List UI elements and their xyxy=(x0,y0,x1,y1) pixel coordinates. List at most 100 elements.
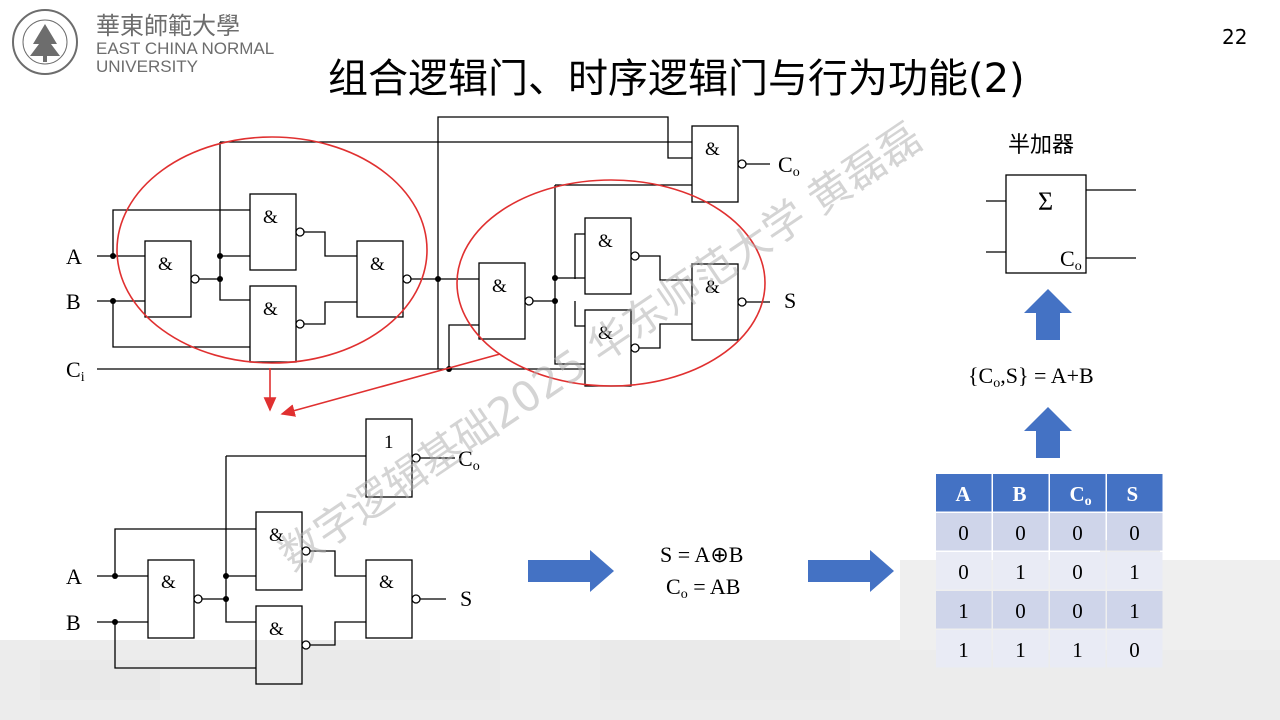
table-header-text: Co xyxy=(1070,482,1092,509)
top-full-adder-circuit xyxy=(97,116,770,387)
svg-text:&: & xyxy=(598,323,613,344)
bottom-output-s-label: S xyxy=(460,586,472,611)
input-ci-label: Ci xyxy=(66,357,85,385)
adder-equation: {Co,S} = A+B xyxy=(968,363,1094,391)
nand-gate-2 xyxy=(249,193,297,271)
input-a-label: A xyxy=(66,244,82,269)
svg-text:&: & xyxy=(158,254,173,275)
university-logo: 華東師範大學 EAST CHINA NORMAL UNIVERSITY xyxy=(12,9,274,76)
nand-gate-5 xyxy=(478,262,526,340)
logo-chinese-name: 華東師範大學 xyxy=(96,12,240,40)
table-header-cell xyxy=(993,474,1049,512)
nand-gate-6 xyxy=(584,217,632,295)
table-cell xyxy=(1050,552,1106,590)
right-arrow-1 xyxy=(528,550,614,592)
svg-text:&: & xyxy=(379,572,394,593)
table-cell-value: 1 xyxy=(958,599,969,623)
table-header-cell xyxy=(1050,474,1106,512)
carry-equation: Co = AB xyxy=(666,574,740,602)
svg-text:1: 1 xyxy=(384,432,394,453)
table-cell-value: 0 xyxy=(1072,599,1083,623)
bottom-half-adder-circuit xyxy=(97,418,455,685)
page-number: 22 xyxy=(1222,25,1247,49)
svg-text:&: & xyxy=(705,277,720,298)
nand-gate-9 xyxy=(691,125,739,203)
bottom-input-a-label: A xyxy=(66,564,82,589)
up-arrow-1 xyxy=(1024,289,1072,340)
table-header-text: A xyxy=(956,482,972,506)
table-cell xyxy=(993,591,1049,629)
svg-text:&: & xyxy=(263,299,278,320)
table-cell-value: 0 xyxy=(1015,521,1026,545)
table-header-cell xyxy=(936,474,992,512)
table-cell xyxy=(936,513,992,551)
logo-english-line1: EAST CHINA NORMAL xyxy=(96,39,274,58)
svg-text:&: & xyxy=(370,254,385,275)
sum-equation: S = A⊕B xyxy=(660,542,743,567)
svg-text:&: & xyxy=(705,139,720,160)
highlight-half-adder-1 xyxy=(116,136,428,364)
table-header-text: S xyxy=(1127,482,1139,506)
table-cell xyxy=(993,630,1049,668)
nand-gate-1 xyxy=(144,240,192,318)
table-cell xyxy=(936,552,992,590)
table-cell xyxy=(1107,591,1163,629)
table-cell-value: 1 xyxy=(1072,638,1083,662)
table-cell xyxy=(936,630,992,668)
bottom-output-co-label: Co xyxy=(458,446,480,474)
table-cell-value: 0 xyxy=(1129,521,1140,545)
nand-gate-4 xyxy=(356,240,404,318)
table-cell-value: 1 xyxy=(1129,599,1140,623)
svg-text:&: & xyxy=(269,619,284,640)
top-circuit-gate-labels: & & & & & & & & & xyxy=(158,139,720,344)
bottom-circuit-junctions xyxy=(112,573,229,625)
table-cell-value: 0 xyxy=(1015,599,1026,623)
svg-text:&: & xyxy=(492,276,507,297)
table-cell xyxy=(1050,630,1106,668)
top-circuit-io-labels: A B Ci Co S xyxy=(66,152,800,385)
half-adder-title: 半加器 xyxy=(1008,133,1074,158)
table-cell xyxy=(1107,513,1163,551)
watermark: 数字逻辑基础2025 华东师范大学 黄磊磊 xyxy=(270,113,930,581)
table-cell xyxy=(993,552,1049,590)
svg-text:&: & xyxy=(598,231,613,252)
table-cell-value: 1 xyxy=(958,638,969,662)
table-cell xyxy=(1107,552,1163,590)
table-cell xyxy=(936,591,992,629)
seal-icon xyxy=(12,9,78,75)
logo-english-line2: UNIVERSITY xyxy=(96,57,198,76)
table-cell xyxy=(993,513,1049,551)
table-cell xyxy=(1050,513,1106,551)
tree-icon xyxy=(30,24,60,56)
table-cell xyxy=(1050,591,1106,629)
output-s-label: S xyxy=(784,288,796,313)
sigma-symbol: Σ xyxy=(1038,187,1053,216)
red-arrow-diagonal xyxy=(280,353,501,417)
table-cell-value: 0 xyxy=(1072,521,1083,545)
table-header-text: B xyxy=(1013,482,1027,506)
table-cell-value: 0 xyxy=(1072,560,1083,584)
table-cell-value: 0 xyxy=(958,521,969,545)
right-arrow-2 xyxy=(808,550,894,592)
half-adder-symbol xyxy=(986,174,1136,274)
top-circuit-junctions xyxy=(110,253,558,372)
highlight-half-adder-2 xyxy=(456,179,766,387)
table-cell-value: 1 xyxy=(1129,560,1140,584)
bottom-circuit-gate-labels: & & & & 1 xyxy=(161,432,394,640)
output-co-label: Co xyxy=(778,152,800,180)
table-cell-value: 0 xyxy=(958,560,969,584)
half-adder-co-label: Co xyxy=(1060,246,1082,274)
table-cell-value: 1 xyxy=(1015,638,1026,662)
nand-gate-3 xyxy=(249,285,297,363)
svg-text:&: & xyxy=(269,525,284,546)
bottom-circuit-io-labels: A B Co S xyxy=(66,446,480,635)
table-cell xyxy=(1107,630,1163,668)
svg-text:&: & xyxy=(263,207,278,228)
bottom-input-b-label: B xyxy=(66,610,81,635)
input-b-label: B xyxy=(66,289,81,314)
page-title: 组合逻辑门、时序逻辑门与行为功能(2) xyxy=(328,56,1025,102)
table-cell-value: 1 xyxy=(1015,560,1026,584)
